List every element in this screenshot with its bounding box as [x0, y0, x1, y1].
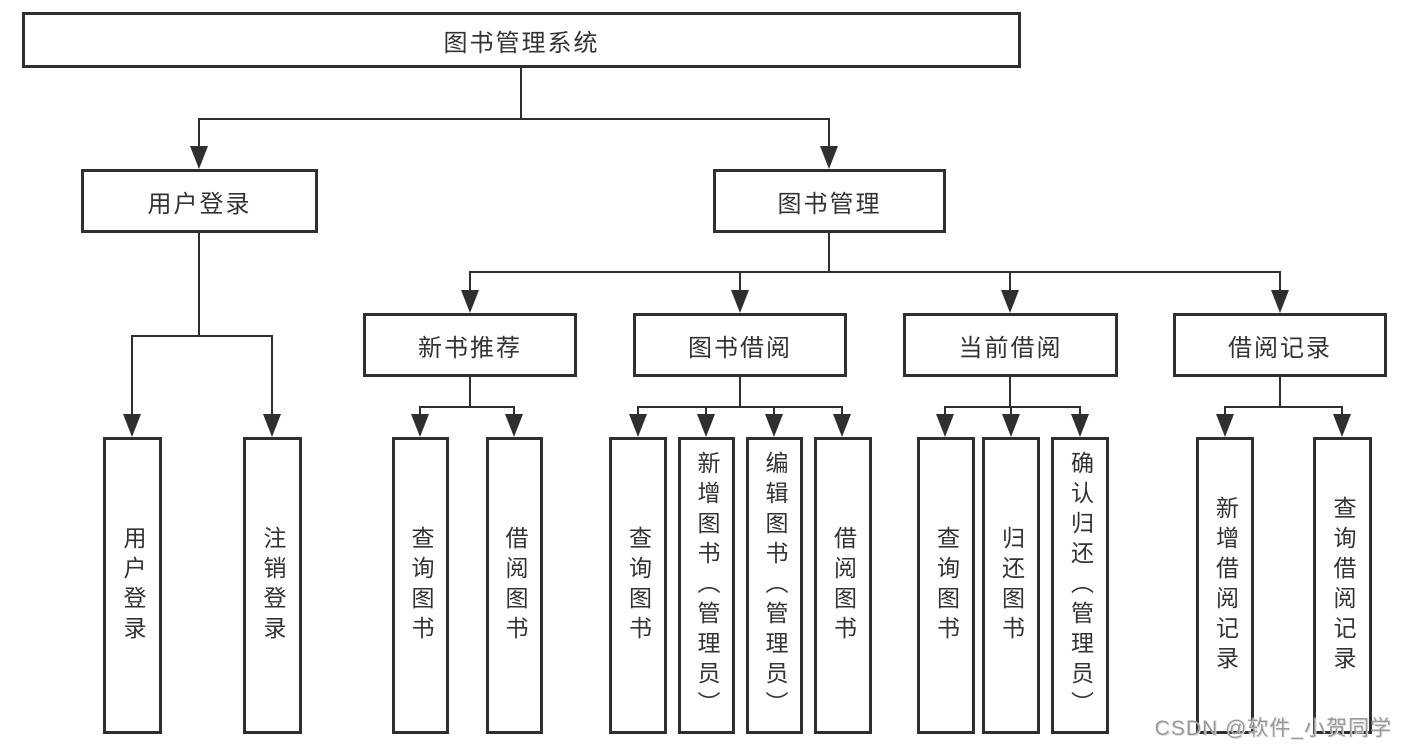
connector-line: [131, 335, 273, 337]
connector-line: [1224, 406, 1343, 408]
leaf-user-login: 用户登录: [103, 437, 162, 734]
leaf-label: 查询图书: [933, 525, 960, 646]
arrow-down-icon: [1002, 414, 1020, 437]
connector-line: [470, 271, 1281, 273]
node-book-borrowing: 图书借阅: [633, 313, 847, 377]
arrow-down-icon: [461, 290, 479, 313]
arrow-down-icon: [263, 414, 281, 437]
connector-line: [841, 406, 843, 416]
connector-line: [1009, 377, 1011, 406]
connector-line: [637, 406, 843, 408]
leaf-label: 用户登录: [120, 525, 146, 646]
leaf-label: 查询图书: [408, 525, 434, 646]
arrow-down-icon: [697, 414, 715, 437]
node-root-label: 图书管理系统: [443, 29, 600, 57]
connector-line: [419, 406, 515, 408]
connector-line: [1079, 406, 1081, 416]
leaf-return-books: 归还图书: [982, 437, 1040, 734]
connector-line: [1279, 377, 1281, 406]
connector-line: [705, 406, 707, 416]
connector-line: [739, 271, 741, 292]
leaf-add-books-admin: 新增图书（管理员）: [678, 437, 735, 734]
node-user-login-label: 用户登录: [147, 190, 252, 218]
arrow-down-icon: [820, 146, 838, 169]
leaf-label: 查询借阅记录: [1330, 495, 1356, 676]
connector-line: [739, 377, 741, 406]
connector-line: [419, 406, 421, 416]
leaf-query-books-2: 查询图书: [609, 437, 667, 734]
leaf-borrow-books-1: 借阅图书: [486, 437, 543, 734]
arrow-down-icon: [731, 290, 749, 313]
connector-line: [773, 406, 775, 416]
arrow-down-icon: [123, 414, 141, 437]
node-borrowing-records-label: 借阅记录: [1228, 334, 1332, 362]
node-book-borrowing-label: 图书借阅: [688, 334, 792, 362]
arrow-down-icon: [1071, 414, 1089, 437]
connector-line: [271, 335, 273, 415]
connector-line: [637, 406, 639, 416]
leaf-label: 注销登录: [260, 525, 286, 646]
node-root: 图书管理系统: [22, 12, 1021, 68]
arrow-down-icon: [190, 146, 208, 169]
node-borrowing-records: 借阅记录: [1173, 313, 1387, 377]
leaf-label: 归还图书: [998, 525, 1025, 646]
leaf-label: 借阅图书: [830, 525, 857, 646]
arrow-down-icon: [1333, 414, 1351, 437]
leaf-label: 查询图书: [625, 525, 652, 646]
arrow-down-icon: [505, 414, 523, 437]
leaf-label: 新增图书（管理员）: [694, 450, 720, 721]
leaf-label: 确认归还（管理员）: [1067, 450, 1094, 721]
leaf-borrow-books-2: 借阅图书: [814, 437, 872, 734]
connector-line: [1010, 406, 1012, 416]
connector-line: [469, 271, 471, 292]
leaf-confirm-return-admin: 确认归还（管理员）: [1051, 437, 1109, 734]
connector-line: [1341, 406, 1343, 416]
arrow-down-icon: [1001, 290, 1019, 313]
leaf-label: 借阅图书: [502, 525, 528, 646]
connector-line: [828, 233, 830, 271]
leaf-query-books-1: 查询图书: [392, 437, 449, 734]
connector-line: [198, 233, 200, 335]
leaf-label: 新增借阅记录: [1212, 495, 1239, 676]
connector-line: [1009, 271, 1011, 292]
leaf-add-borrow-record: 新增借阅记录: [1196, 437, 1254, 734]
connector-line: [1279, 271, 1281, 292]
connector-line: [469, 377, 471, 406]
node-user-login: 用户登录: [81, 169, 318, 233]
connector-line: [199, 118, 830, 120]
node-book-management: 图书管理: [713, 169, 946, 233]
arrow-down-icon: [1271, 290, 1289, 313]
leaf-logout: 注销登录: [243, 437, 302, 734]
node-current-borrowing-label: 当前借阅: [958, 334, 1063, 362]
connector-line: [198, 118, 200, 148]
connector-line: [944, 406, 946, 416]
arrow-down-icon: [833, 414, 851, 437]
arrow-down-icon: [629, 414, 647, 437]
connector-line: [1224, 406, 1226, 416]
arrow-down-icon: [765, 414, 783, 437]
connector-line: [520, 68, 522, 118]
leaf-query-books-3: 查询图书: [917, 437, 975, 734]
arrow-down-icon: [411, 414, 429, 437]
watermark: CSDN @软件_小贺同学: [1154, 717, 1392, 740]
connector-line: [513, 406, 515, 416]
leaf-label: 编辑图书（管理员）: [762, 450, 788, 721]
arrow-down-icon: [1216, 414, 1234, 437]
connector-line: [828, 118, 830, 148]
arrow-down-icon: [936, 414, 954, 437]
connector-line: [944, 406, 1081, 408]
node-new-book-recommend: 新书推荐: [363, 313, 577, 377]
leaf-edit-books-admin: 编辑图书（管理员）: [746, 437, 803, 734]
node-new-book-recommend-label: 新书推荐: [418, 334, 522, 362]
connector-line: [131, 335, 133, 415]
node-book-management-label: 图书管理: [777, 190, 882, 218]
leaf-query-borrow-record: 查询借阅记录: [1313, 437, 1372, 734]
node-current-borrowing: 当前借阅: [903, 313, 1118, 377]
